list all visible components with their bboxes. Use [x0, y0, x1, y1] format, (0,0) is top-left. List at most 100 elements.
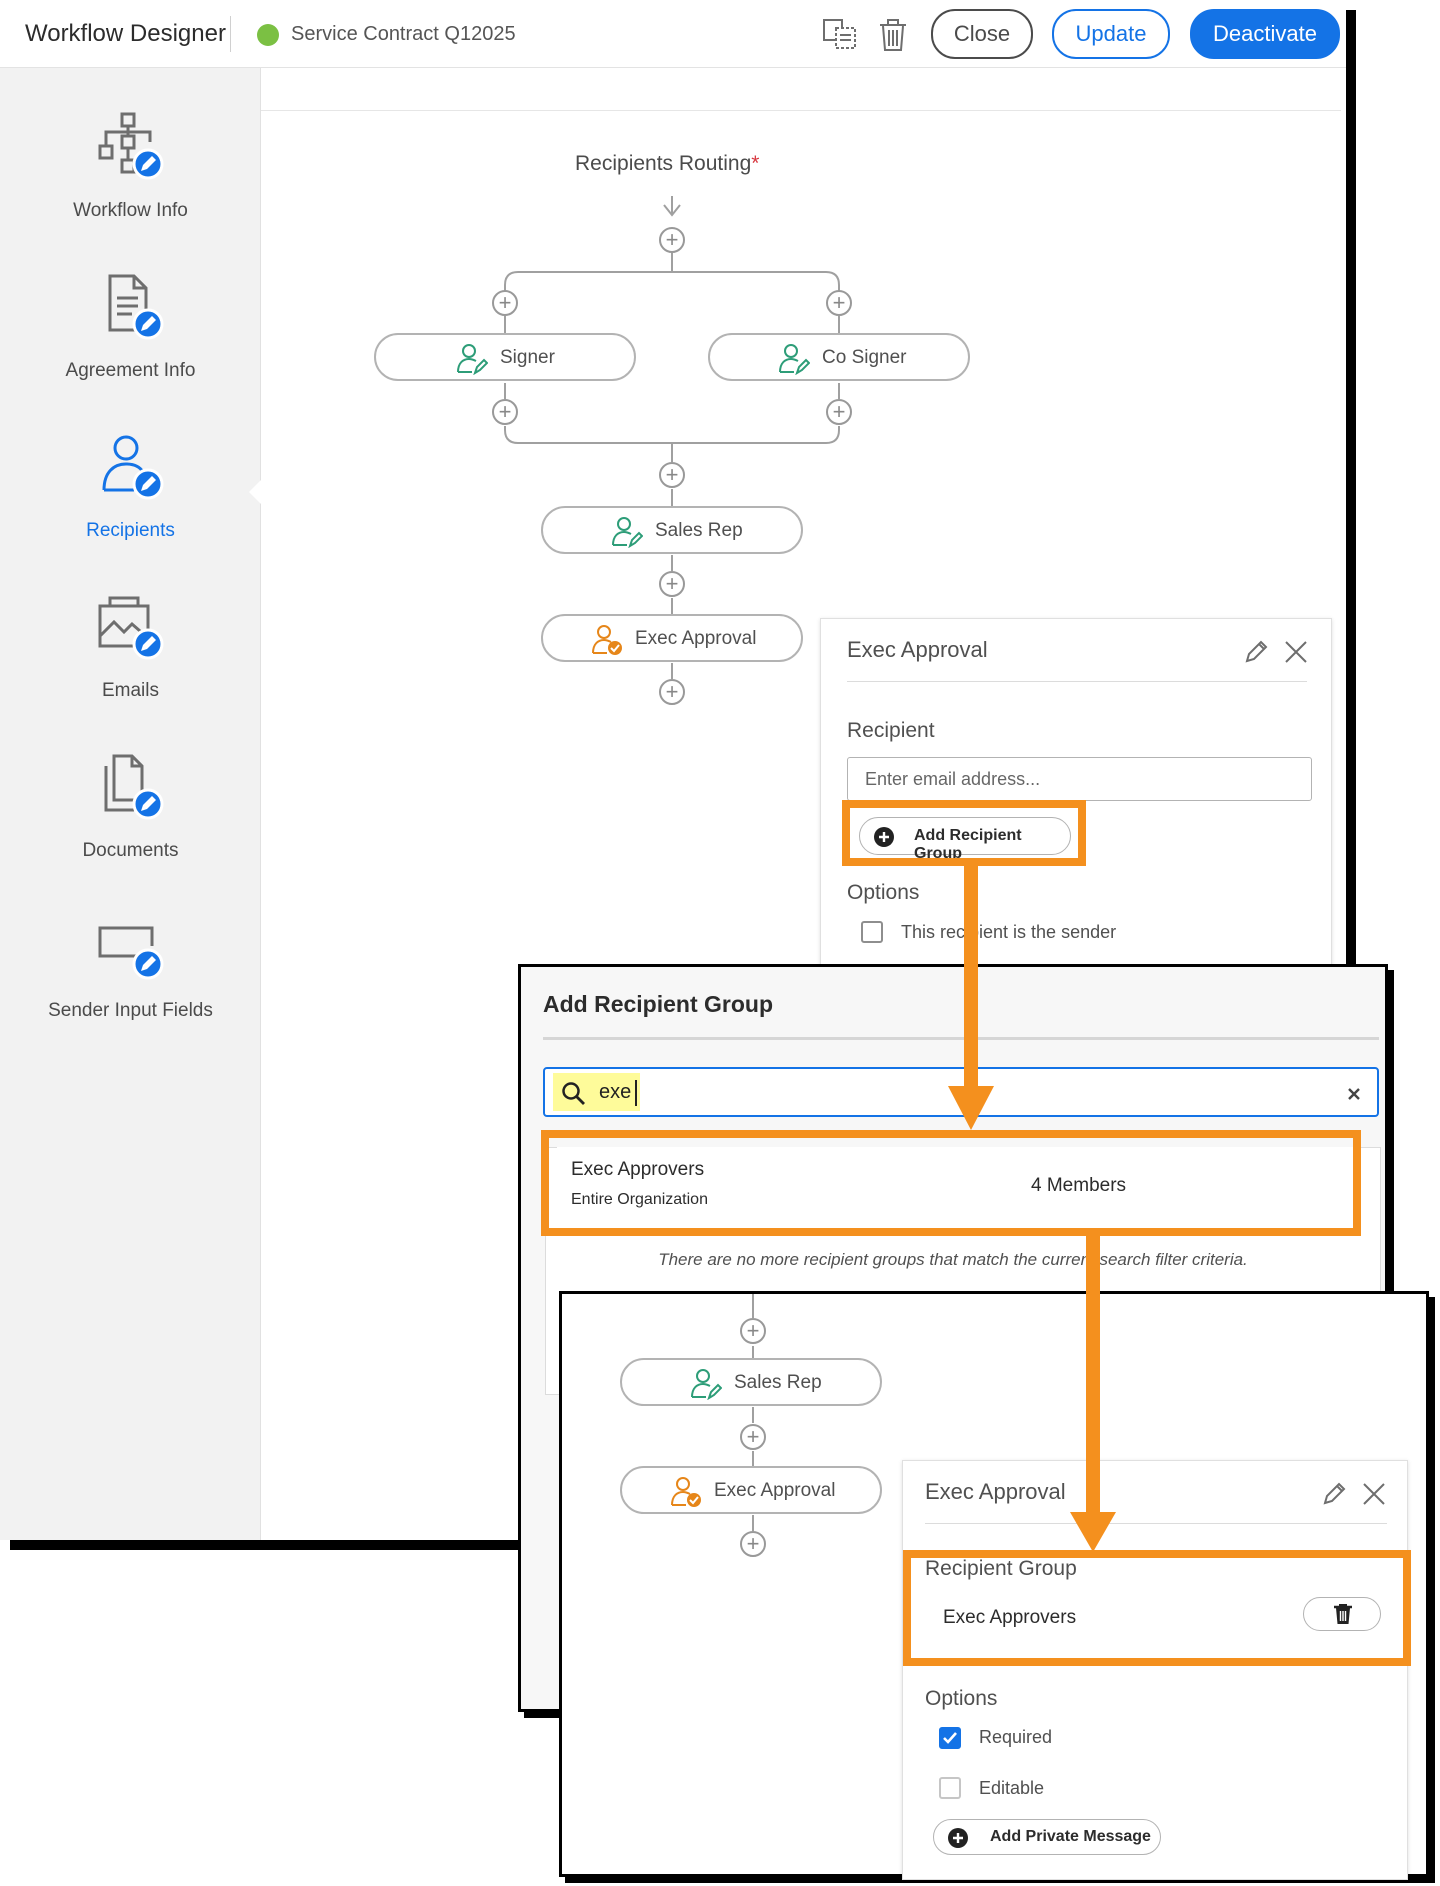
divider [925, 1523, 1387, 1524]
close-icon[interactable] [1283, 639, 1309, 665]
routing-connectors [752, 1294, 754, 1531]
pencil-icon[interactable] [1243, 639, 1269, 665]
arrow-head [948, 1086, 994, 1130]
add-step-button[interactable]: + [659, 227, 685, 253]
active-nav-pointer [249, 480, 261, 504]
plus-circle-icon [874, 827, 894, 847]
approver-user-icon [592, 625, 622, 655]
sidebar-item-sender-input-fields[interactable]: Sender Input Fields [0, 912, 261, 1052]
signer-user-icon [612, 517, 643, 548]
update-button[interactable]: Update [1052, 9, 1170, 59]
sidebar-item-label: Documents [82, 840, 179, 861]
add-step-button[interactable]: + [492, 290, 518, 316]
node-label: Exec Approval [714, 1480, 836, 1501]
signer-user-icon [457, 344, 488, 375]
approver-user-icon [671, 1477, 701, 1507]
clear-search-icon[interactable] [1347, 1087, 1361, 1101]
add-step-button[interactable]: + [826, 290, 852, 316]
signer-user-icon [779, 344, 810, 375]
close-icon[interactable] [1361, 1481, 1387, 1507]
search-value: exe [599, 1081, 632, 1103]
add-step-button[interactable]: + [826, 399, 852, 425]
options-heading: Options [847, 881, 920, 904]
files-edit-icon [104, 754, 164, 820]
recipient-node-co-signer[interactable]: Co Signer [708, 333, 970, 381]
add-step-button[interactable]: + [740, 1318, 766, 1344]
highlight-box [842, 800, 1086, 866]
options-heading: Options [925, 1687, 998, 1710]
sidebar-item-agreement-info[interactable]: Agreement Info [0, 272, 261, 412]
sidebar-item-recipients[interactable]: Recipients [0, 432, 261, 572]
user-edit-icon [102, 435, 164, 500]
recipient-node-sales-rep[interactable]: Sales Rep [541, 506, 803, 554]
no-more-results-message: There are no more recipient groups that … [658, 1250, 1248, 1269]
deactivate-button[interactable]: Deactivate [1190, 9, 1340, 59]
node-label: Sales Rep [734, 1372, 822, 1393]
sidebar-item-workflow-info[interactable]: Workflow Info [0, 112, 261, 252]
flow-arrow [964, 866, 978, 1088]
recipient-node-exec-approval[interactable]: Exec Approval [541, 614, 803, 662]
node-label: Exec Approval [635, 628, 757, 649]
dialog-title: Add Recipient Group [543, 991, 773, 1017]
panel-title: Exec Approval [847, 637, 988, 662]
flow-arrow [1086, 1236, 1100, 1514]
group-member-count: 4 Members [1031, 1175, 1127, 1196]
node-label: Co Signer [822, 347, 907, 368]
highlight-box [541, 1130, 1361, 1236]
recipient-node-signer[interactable]: Signer [374, 333, 636, 381]
add-step-button[interactable]: + [740, 1531, 766, 1557]
search-icon [562, 1082, 585, 1105]
document-edit-icon [108, 274, 164, 340]
plus-circle-icon [948, 1828, 968, 1848]
recipient-detail-panel: Exec Approval Recipient Enter email addr… [820, 618, 1332, 978]
selected-group-name: Exec Approvers [943, 1607, 1077, 1628]
routing-title: Recipients Routing* [575, 152, 760, 175]
recipient-detail-panel: Exec Approval Recipient Group Exec Appro… [902, 1460, 1408, 1880]
duplicate-icon[interactable] [823, 18, 857, 52]
add-step-button[interactable]: + [740, 1424, 766, 1450]
image-mail-edit-icon [98, 596, 164, 660]
recipient-heading: Recipient [847, 719, 935, 742]
result-view-window: + + + Sales Rep Exec Approval Exec Appro… [559, 1291, 1429, 1880]
input-field-edit-icon [98, 926, 164, 980]
checkmark-icon [943, 1732, 957, 1744]
pencil-icon[interactable] [1321, 1481, 1347, 1507]
add-private-message-button[interactable]: Add Private Message [933, 1819, 1161, 1855]
recipient-node-exec-approval[interactable]: Exec Approval [620, 1466, 882, 1514]
sidebar-item-emails[interactable]: Emails [0, 592, 261, 732]
app-title: Workflow Designer [25, 20, 226, 47]
contract-name: Service Contract Q12025 [291, 23, 516, 45]
remove-group-button[interactable] [1303, 1597, 1381, 1631]
email-input[interactable]: Enter email address... [847, 757, 1312, 801]
required-checkbox-label: Required [979, 1727, 1053, 1747]
panel-title: Exec Approval [925, 1479, 1066, 1504]
button-label: Add Private Message [990, 1828, 1151, 1845]
add-step-button[interactable]: + [659, 571, 685, 597]
arrow-head [1070, 1512, 1116, 1552]
recipient-node-sales-rep[interactable]: Sales Rep [620, 1358, 882, 1406]
close-button[interactable]: Close [931, 9, 1033, 59]
editable-checkbox[interactable] [939, 1777, 961, 1799]
sender-checkbox[interactable] [861, 921, 883, 943]
button-label: Add Recipient Group [914, 827, 1022, 862]
required-mark: * [751, 152, 760, 175]
add-step-button[interactable]: + [659, 679, 685, 705]
recipient-group-heading: Recipient Group [925, 1557, 1077, 1580]
sender-checkbox-label: This recipient is the sender [901, 922, 1117, 942]
divider [261, 110, 1341, 111]
sidebar-item-label: Recipients [86, 520, 175, 541]
sidebar-item-label: Sender Input Fields [48, 1000, 213, 1021]
add-recipient-group-button[interactable]: Add Recipient Group [859, 817, 1071, 862]
add-step-button[interactable]: + [659, 462, 685, 488]
node-label: Sales Rep [655, 520, 743, 541]
sidebar-item-documents[interactable]: Documents [0, 752, 261, 892]
signer-user-icon [691, 1369, 722, 1400]
group-result-row[interactable]: Exec Approvers Entire Organization 4 Mem… [557, 1147, 1357, 1223]
divider [230, 16, 231, 52]
add-step-button[interactable]: + [492, 399, 518, 425]
required-checkbox[interactable] [939, 1727, 961, 1749]
trash-icon [1334, 1604, 1352, 1624]
editable-checkbox-label: Editable [979, 1778, 1045, 1798]
sidebar-item-label: Emails [101, 680, 159, 701]
trash-icon[interactable] [876, 18, 910, 52]
